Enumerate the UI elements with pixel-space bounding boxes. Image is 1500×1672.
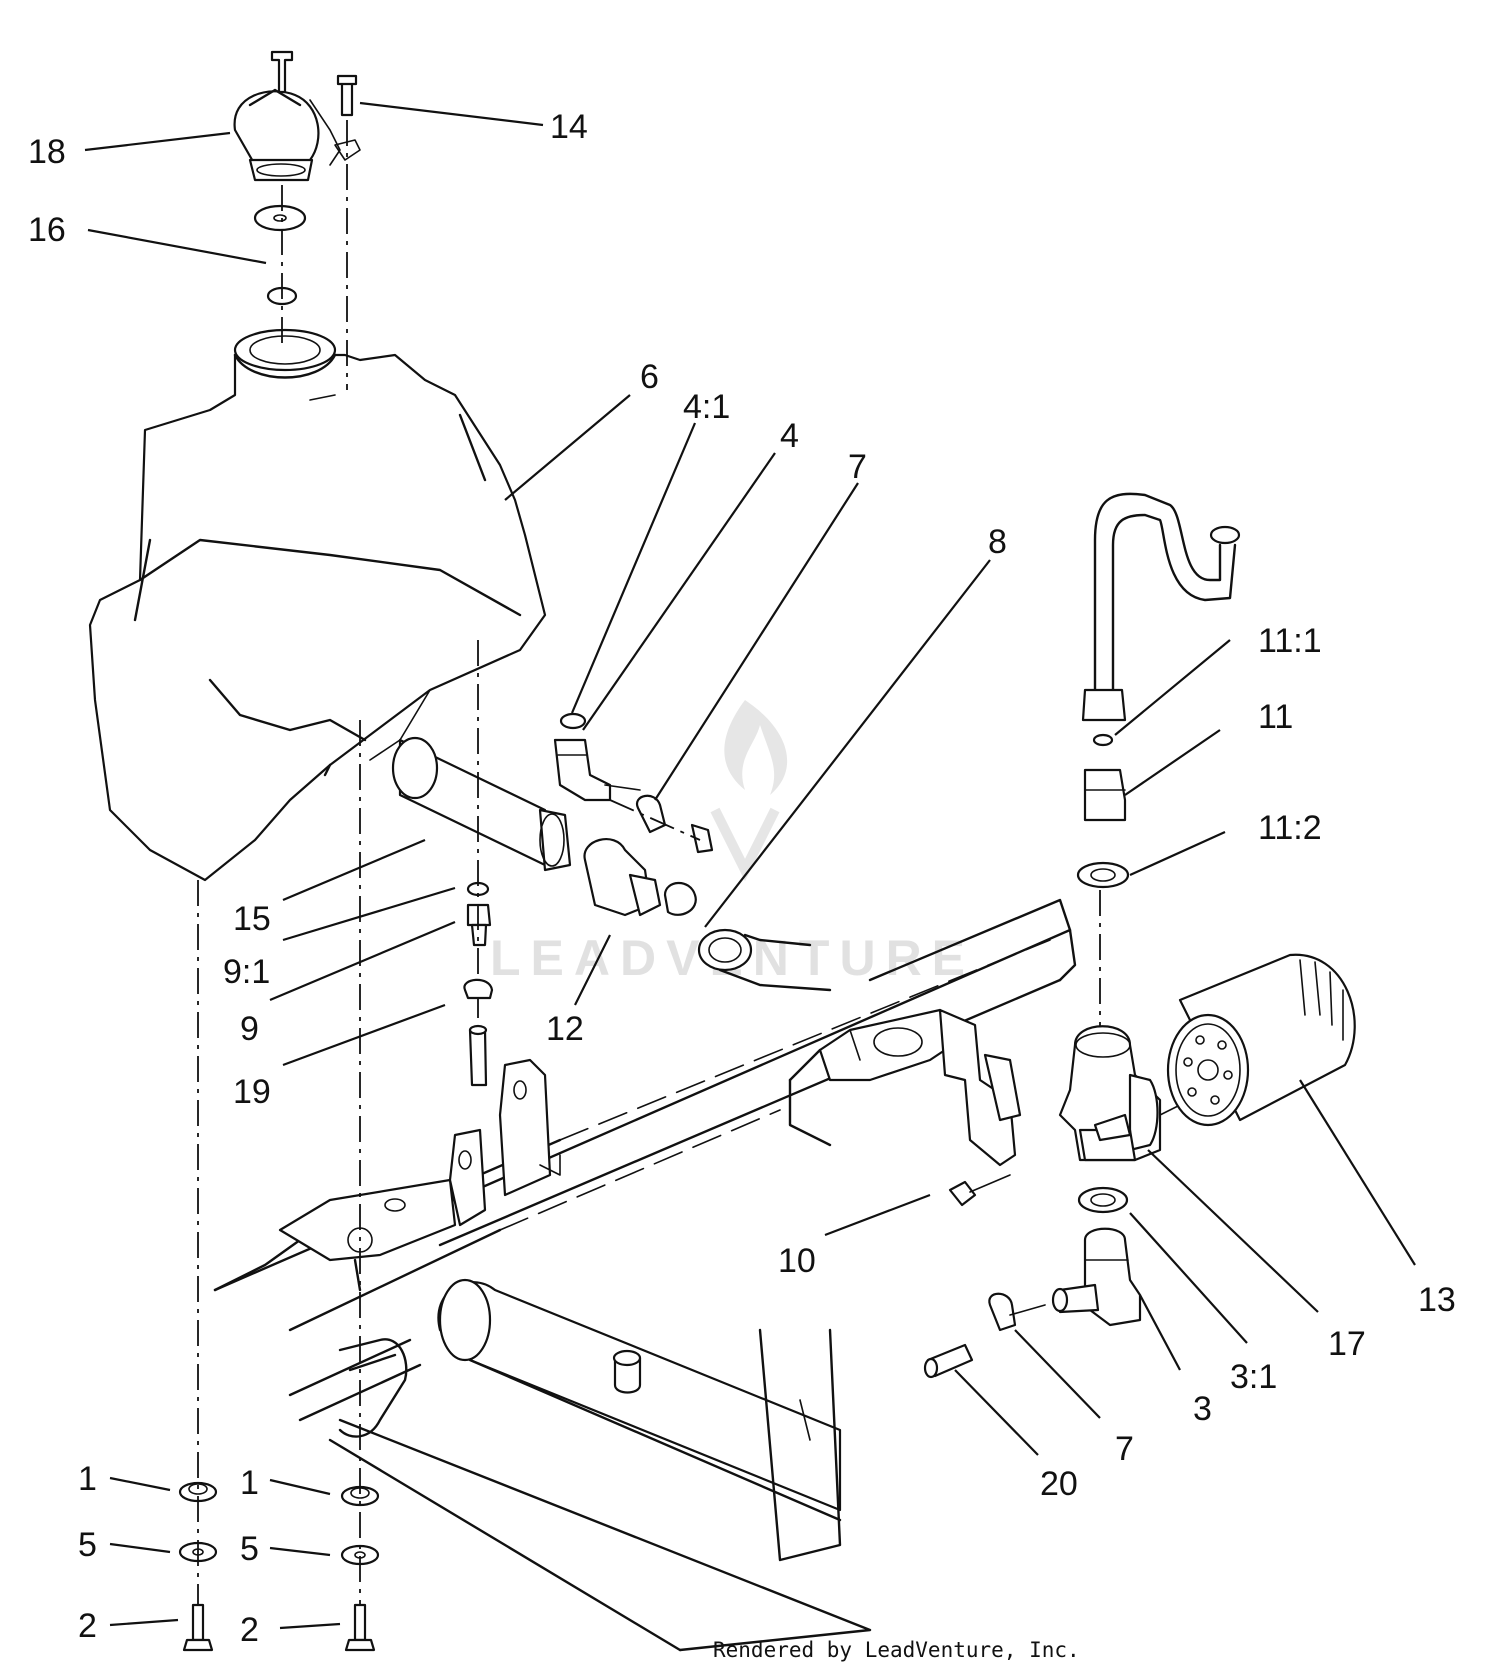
callout-5-right: 5 bbox=[240, 1530, 259, 1568]
callout-6: 6 bbox=[640, 358, 659, 396]
gasket-part-16 bbox=[253, 120, 348, 390]
filter-tube-part-15 bbox=[391, 736, 572, 872]
fitting-part-11 bbox=[1076, 733, 1130, 1040]
callout-16: 16 bbox=[28, 211, 66, 249]
leader-lines bbox=[84, 101, 1416, 1630]
drain-fitting-part-9 bbox=[466, 640, 492, 1070]
callout-11: 11 bbox=[1258, 698, 1293, 736]
callout-3-1: 3:1 bbox=[1230, 1358, 1277, 1396]
callout-12: 12 bbox=[546, 1010, 584, 1048]
callout-8: 8 bbox=[988, 523, 1007, 561]
callout-11-2: 11:2 bbox=[1258, 809, 1322, 847]
callout-17: 17 bbox=[1328, 1325, 1366, 1363]
clamp-part-7-upper bbox=[609, 794, 714, 854]
elbow-part-3 bbox=[1051, 1227, 1142, 1327]
oil-line bbox=[1081, 492, 1241, 722]
oil-filter-part-13 bbox=[1166, 953, 1356, 1127]
callout-4-1: 4:1 bbox=[683, 388, 730, 426]
callout-19: 19 bbox=[233, 1073, 271, 1111]
pin-part-14 bbox=[334, 74, 361, 161]
frame-assembly bbox=[213, 898, 1077, 1652]
callout-7-upper: 7 bbox=[848, 448, 867, 486]
callout-11-1: 11:1 bbox=[1258, 622, 1322, 660]
callout-14: 14 bbox=[550, 108, 588, 146]
clamp-part-7-lower bbox=[988, 1292, 1046, 1332]
callout-7-lower: 7 bbox=[1115, 1430, 1134, 1468]
washer-part-3-1 bbox=[1077, 1186, 1129, 1214]
callout-4: 4 bbox=[780, 417, 799, 455]
callout-1-left: 1 bbox=[78, 1460, 97, 1498]
callout-labels: 18 14 16 6 4:1 4 7 8 11:1 11 11:2 15 9:1… bbox=[28, 108, 1456, 1649]
hose-part-20 bbox=[923, 1343, 974, 1379]
cap-part-18 bbox=[233, 50, 341, 182]
bolt-part-2-right bbox=[344, 1603, 376, 1652]
callout-2-left: 2 bbox=[78, 1607, 97, 1645]
callout-1-right: 1 bbox=[240, 1464, 259, 1502]
callout-10: 10 bbox=[778, 1242, 816, 1280]
callout-2-right: 2 bbox=[240, 1611, 259, 1649]
callout-18: 18 bbox=[28, 133, 66, 171]
elbow-part-4 bbox=[553, 712, 641, 802]
clamp-part-19 bbox=[463, 978, 494, 1087]
callout-13: 13 bbox=[1418, 1281, 1456, 1319]
bolt-part-10 bbox=[948, 1174, 1011, 1207]
callout-3: 3 bbox=[1193, 1390, 1212, 1428]
render-credit: Rendered by LeadVenture, Inc. bbox=[713, 1638, 1080, 1662]
adapter-part-17 bbox=[1058, 1025, 1181, 1162]
callout-15: 15 bbox=[233, 900, 271, 938]
callout-9: 9 bbox=[240, 1010, 259, 1048]
hose-part-8 bbox=[663, 881, 832, 992]
callout-9-1: 9:1 bbox=[223, 953, 270, 991]
callout-20: 20 bbox=[1040, 1465, 1078, 1503]
callout-5-left: 5 bbox=[78, 1526, 97, 1564]
bolt-part-2-left bbox=[182, 1603, 214, 1652]
fitting-part-12 bbox=[583, 838, 662, 917]
